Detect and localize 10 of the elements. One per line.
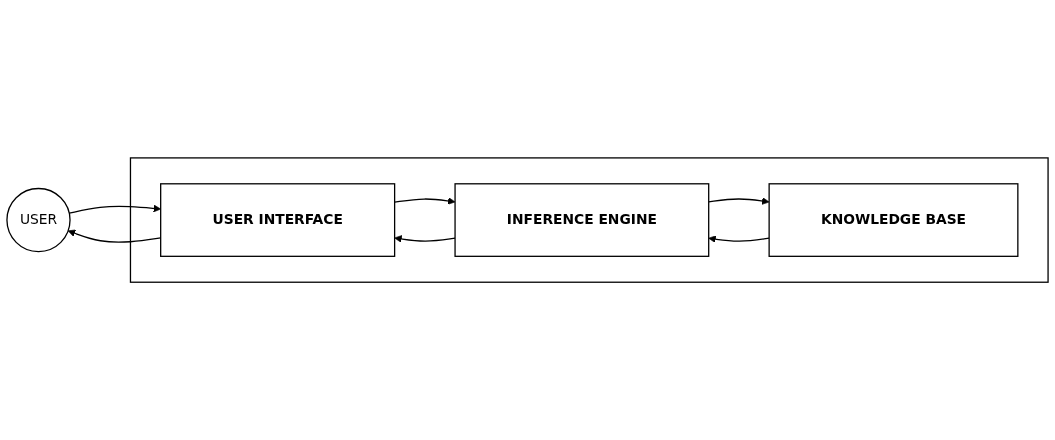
arrow: [394, 197, 456, 205]
arrow: [68, 204, 161, 214]
node-box: KNOWLEDGE BASE: [768, 183, 1019, 257]
node-box: INFERENCE ENGINE: [454, 183, 710, 257]
node-circle: USER: [6, 187, 71, 253]
node-box: USER INTERFACE: [160, 183, 396, 257]
arrow: [394, 235, 456, 243]
arrow: [708, 197, 770, 205]
arrow: [708, 235, 770, 243]
cluster: [129, 157, 1049, 283]
